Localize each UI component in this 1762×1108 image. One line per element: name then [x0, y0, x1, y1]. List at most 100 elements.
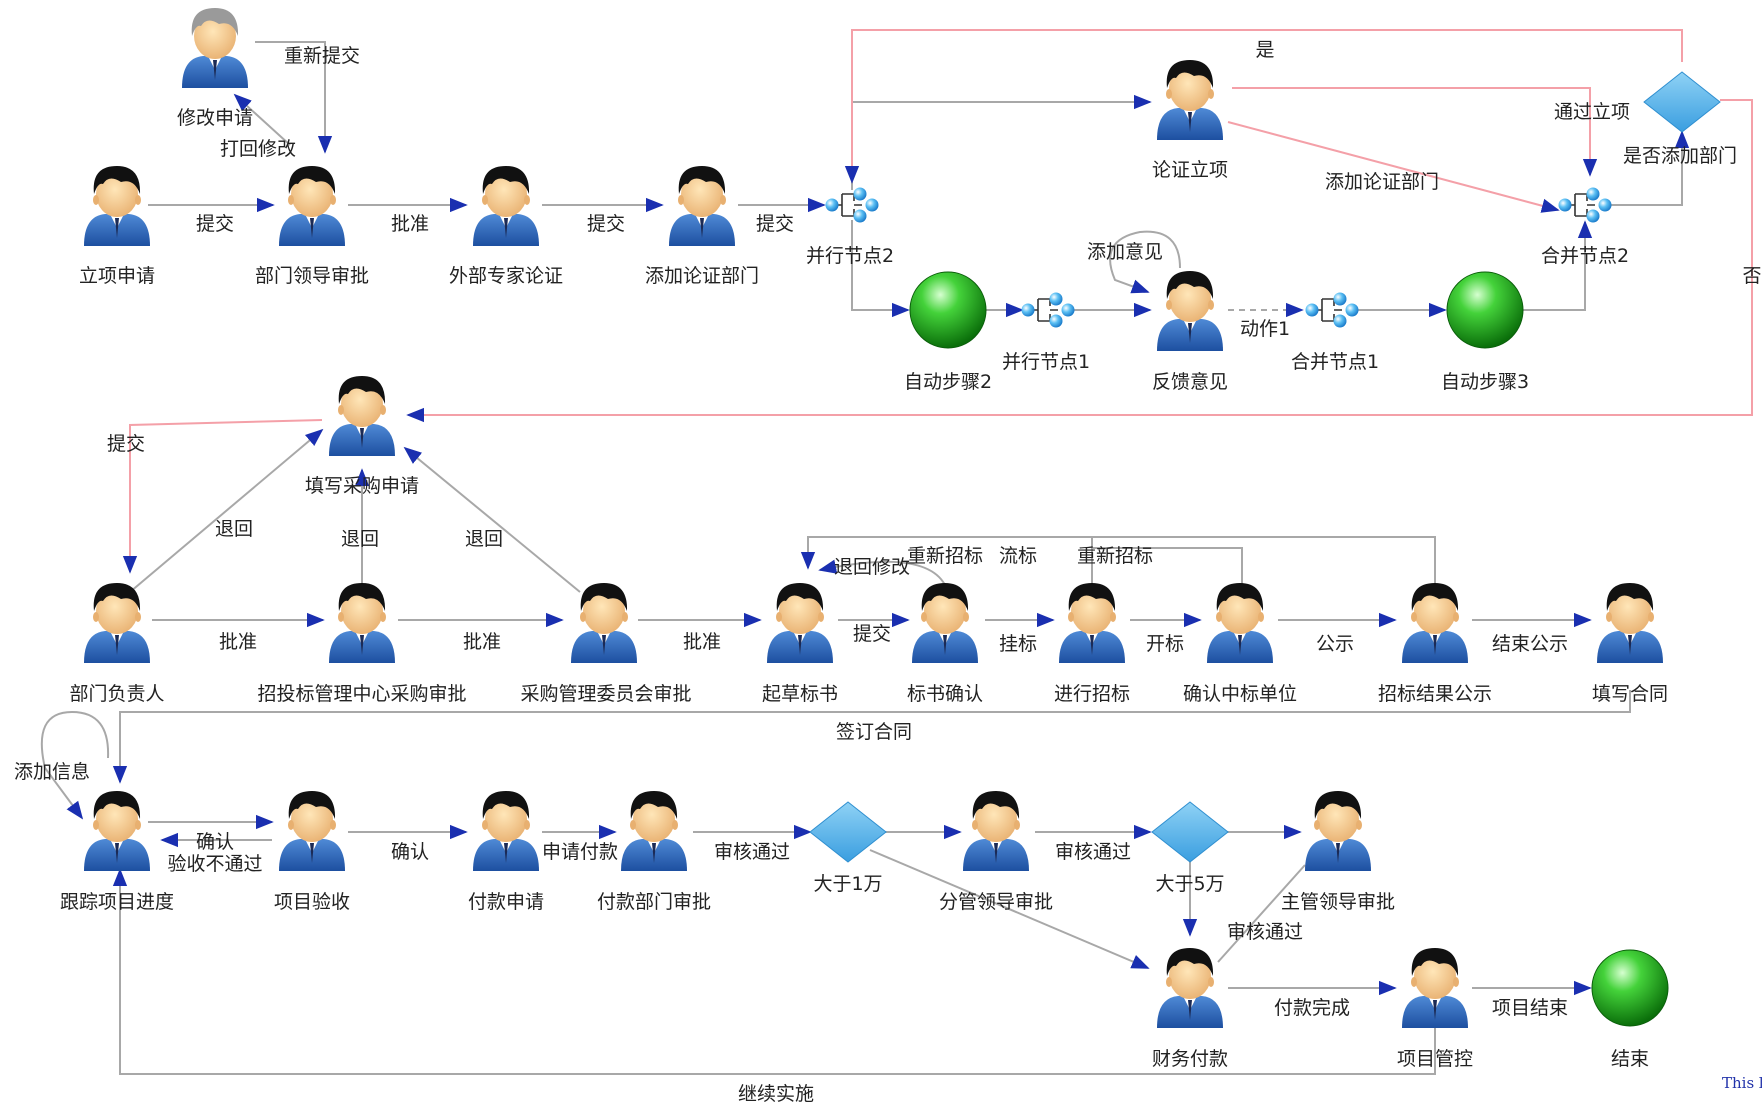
node-payment-apply[interactable]	[473, 791, 539, 871]
edge-label-continue: 继续实施	[738, 1083, 814, 1105]
node-fill-purchase[interactable]	[329, 376, 395, 456]
node-project-accept[interactable]	[279, 791, 345, 871]
edge-continue	[112, 868, 1436, 1075]
node-track-progress[interactable]	[84, 791, 150, 871]
label-is-add-dept: 是否添加部门	[1623, 145, 1737, 167]
node-chief-leader-review[interactable]	[1305, 791, 1371, 871]
edge-label-submit5: 提交	[853, 623, 891, 645]
label-fill-purchase: 填写采购申请	[305, 475, 419, 497]
node-end[interactable]	[1591, 949, 1669, 1027]
edge-submit4	[122, 419, 323, 574]
node-parallel1[interactable]	[1020, 291, 1076, 329]
node-is-add-dept[interactable]	[1643, 71, 1721, 133]
node-auto2[interactable]	[909, 271, 987, 349]
node-merge2[interactable]	[1557, 186, 1613, 224]
label-end: 结束	[1611, 1048, 1649, 1070]
edge-add-info	[40, 710, 110, 820]
edge-label-confirm2: 确认	[391, 841, 429, 863]
edge-label-pass-approval: 通过立项	[1554, 101, 1630, 123]
node-gt-50k[interactable]	[1151, 801, 1229, 863]
node-dept-leader-review[interactable]	[279, 166, 345, 246]
edge-label-add-demo-dept: 添加论证部门	[1325, 171, 1439, 193]
footer-text: This l	[1722, 1074, 1762, 1092]
label-tender-confirm: 标书确认	[907, 683, 983, 705]
node-confirm-winner[interactable]	[1207, 583, 1273, 663]
node-demo-approve[interactable]	[1157, 60, 1223, 140]
edge-label-open-bid: 开标	[1146, 633, 1184, 655]
edge-return1	[129, 428, 324, 593]
label-payment-apply: 付款申请	[468, 891, 544, 913]
edge-label-failed-bid: 流标	[999, 545, 1037, 567]
node-modify-apply[interactable]	[182, 8, 248, 88]
edge-add-demo-dept	[1227, 121, 1560, 213]
label-auto3: 自动步骤3	[1441, 371, 1529, 393]
node-add-demo-dept[interactable]	[669, 166, 735, 246]
label-track-progress: 跟踪项目进度	[60, 891, 174, 913]
label-dept-leader-review: 部门领导审批	[255, 265, 369, 287]
edge-label-review-pass2: 审核通过	[1055, 841, 1131, 863]
node-result-publicity[interactable]	[1402, 583, 1468, 663]
edge-label-review-pass3: 审核通过	[1227, 921, 1303, 943]
node-draft-tender[interactable]	[767, 583, 833, 663]
edge-labels: 重新提交 打回修改 提交 批准 提交 提交 是 通过立项 添加论证部门 添加意见…	[14, 39, 1762, 1105]
node-expert-demo[interactable]	[473, 166, 539, 246]
edge-label-yes: 是	[1255, 39, 1274, 61]
label-project-apply: 立项申请	[79, 265, 155, 287]
label-project-accept: 项目验收	[274, 891, 350, 913]
node-tender-confirm[interactable]	[912, 583, 978, 663]
edge-pass-approval	[1232, 87, 1598, 177]
edge-label-return1: 退回	[215, 518, 253, 540]
edge-p2-to-demo	[851, 94, 1152, 190]
edge-sign-contract	[112, 690, 1631, 784]
label-branch-leader-review: 分管领导审批	[939, 891, 1053, 913]
label-modify-apply: 修改申请	[177, 107, 253, 129]
label-merge2: 合并节点2	[1541, 245, 1629, 267]
node-feedback[interactable]	[1157, 271, 1223, 351]
label-result-publicity: 招标结果公示	[1378, 683, 1492, 705]
label-parallel2: 并行节点2	[806, 245, 894, 267]
node-project-apply[interactable]	[84, 166, 150, 246]
edges	[40, 41, 1690, 1075]
label-demo-approve: 论证立项	[1152, 159, 1228, 181]
edge-yes	[844, 29, 1683, 184]
node-project-control[interactable]	[1402, 948, 1468, 1028]
edge-label-approve2: 批准	[219, 631, 257, 653]
edges-red	[122, 29, 1753, 574]
node-do-bidding[interactable]	[1059, 583, 1125, 663]
edge-feedback-self	[1109, 230, 1181, 294]
edge-return-modify2	[818, 559, 946, 586]
node-payment-dept-review[interactable]	[621, 791, 687, 871]
edge-label-resubmit: 重新提交	[284, 45, 360, 67]
node-purchase-committee[interactable]	[571, 583, 637, 663]
label-gt-50k: 大于5万	[1155, 873, 1224, 895]
edge-no	[406, 99, 1753, 423]
edge-label-confirm1: 确认	[196, 831, 234, 853]
node-fill-contract[interactable]	[1597, 583, 1663, 663]
node-finance-pay[interactable]	[1157, 948, 1223, 1028]
label-project-control: 项目管控	[1397, 1048, 1473, 1070]
node-bid-center-review[interactable]	[329, 583, 395, 663]
edge-label-submit3: 提交	[756, 213, 794, 235]
edge-label-submit1: 提交	[196, 213, 234, 235]
edge-label-action1: 动作1	[1240, 318, 1290, 340]
node-parallel2[interactable]	[824, 186, 880, 224]
node-gt-10k[interactable]	[809, 801, 887, 863]
edge-label-review-pass1: 审核通过	[714, 841, 790, 863]
node-dept-head[interactable]	[84, 583, 150, 663]
edge-merge2-decision	[1610, 130, 1690, 206]
edge-label-approve3: 批准	[463, 631, 501, 653]
label-draft-tender: 起草标书	[762, 683, 838, 705]
edge-label-submit4: 提交	[107, 433, 145, 455]
node-auto3[interactable]	[1446, 271, 1524, 349]
node-merge1[interactable]	[1304, 291, 1360, 329]
edge-auto3-merge2	[1522, 220, 1593, 311]
edge-label-publish-bid: 挂标	[999, 633, 1037, 655]
node-branch-leader-review[interactable]	[963, 791, 1029, 871]
edge-d1-finance	[869, 849, 1150, 969]
label-fill-contract: 填写合同	[1592, 683, 1668, 705]
edge-p2-to-auto2	[851, 220, 910, 318]
label-merge1: 合并节点1	[1291, 351, 1379, 373]
label-auto2: 自动步骤2	[904, 371, 992, 393]
edge-label-return2: 退回	[341, 528, 379, 550]
edge-label-sign-contract: 签订合同	[836, 721, 912, 743]
